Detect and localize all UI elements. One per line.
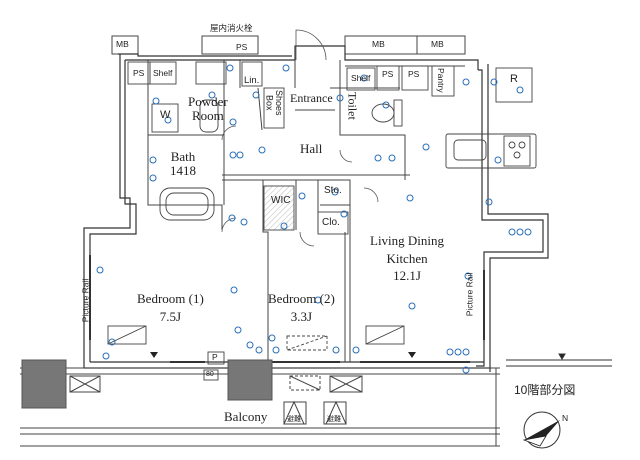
lin-label: Lin. [244,75,260,86]
ps-label-top: PS [236,42,248,52]
clo-label: Clo. [322,217,340,228]
compass-icon [522,411,561,449]
sto-label: Sto. [324,185,342,196]
evac-hatch-label: 避難 [327,416,341,423]
mechanical-shafts [111,35,466,55]
washer-label: W [160,109,171,121]
entrance-label: Entrance [290,91,333,105]
balcony-label: Balcony [224,409,268,424]
refrigerator-label: R [510,73,518,85]
scale-bar [506,353,612,367]
fixtures [107,99,537,351]
powder-room-label: Powder Room [188,94,228,123]
floor-label: 10階部分図 [514,383,576,397]
outlet-markers [96,64,532,374]
compass-n-label: N [562,413,569,423]
pantry-label: Pantry [435,68,446,93]
shoes-box-label: Shoes Box [264,90,284,116]
shelf-label-left: Shelf [153,68,173,78]
fire-hydrant-label: 屋内消火栓 [210,23,253,33]
mb-label-2: MB [372,39,385,49]
bedroom2-label: Bedroom (2) 3.3J [268,291,335,325]
wic-label: WIC [271,195,291,206]
ac-tag-label: 80 [206,371,214,378]
hall-label: Hall [300,141,323,156]
evac-ladder-label: 避難 [287,416,301,423]
mb-label-3: MB [431,39,444,49]
ps-label-right: PS [408,69,420,79]
bedroom1-label: Bedroom (1) 7.5J [137,291,204,325]
picture-rail-right: Picture Rail [464,272,475,317]
storage-boxes [127,61,533,235]
balcony [20,359,500,447]
doors [221,29,379,247]
p-box [203,351,225,381]
ldk-label: Living Dining Kitchen 12.1J [370,233,445,284]
p-label: P [212,352,218,362]
shelf-label-right: Shelf [351,73,371,83]
picture-rail-left: Picture Rail [80,278,91,323]
entry-arrows [150,352,416,358]
ps-label-mid: PS [382,69,394,79]
mb-label-1: MB [116,39,129,49]
windows [89,255,485,363]
toilet-label: Toilet [345,92,360,120]
ps-label-left: PS [133,68,145,78]
bath-label: Bath 1418 [170,149,196,178]
